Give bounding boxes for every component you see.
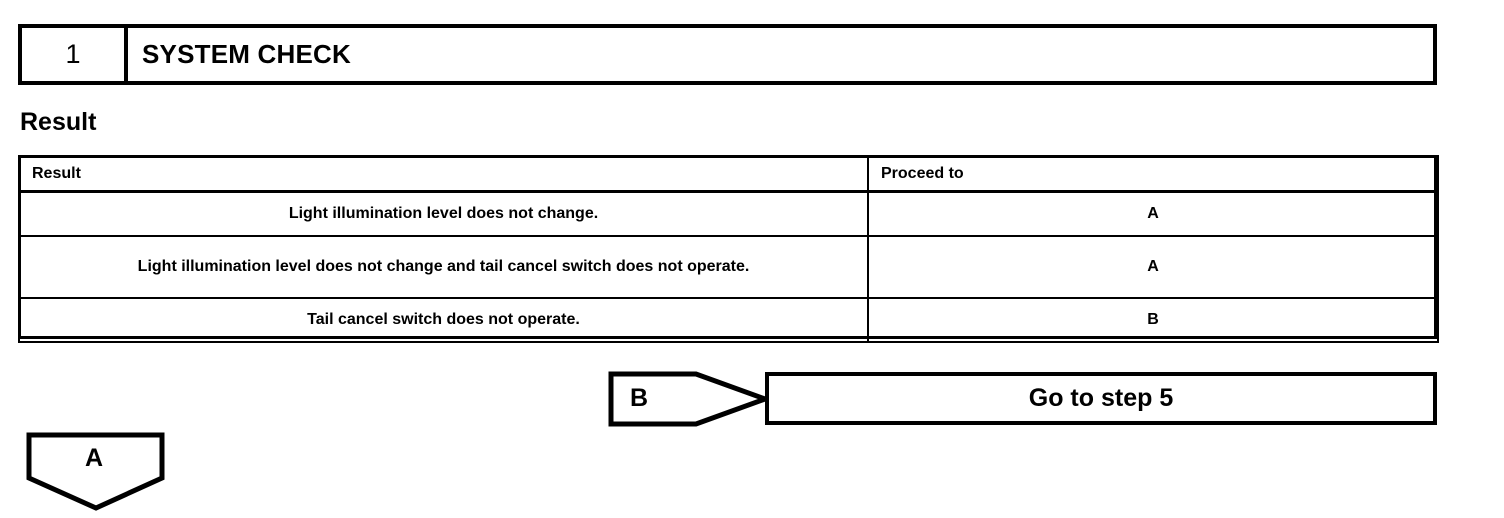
cell-proceed-to: A [867,190,1439,237]
flow-connector-b-label: B [630,384,649,412]
cell-result-text: Tail cancel switch does not operate. [307,311,580,329]
cell-result-text: Light illumination level does not change… [288,205,599,223]
column-header-proceed-to: Proceed to [867,155,1439,193]
pentagon-down-icon [26,432,165,511]
table-row: Light illumination level does not change… [18,190,1439,237]
cell-result: Light illumination level does not change… [18,235,869,299]
cell-result: Light illumination level does not change… [18,190,869,237]
step-number-cell: 1 [22,28,128,81]
column-header-result: Result [18,155,869,193]
step-title-cell: SYSTEM CHECK [142,39,351,69]
flow-connector-a: A [26,432,166,512]
flow-connector-a-label: A [84,444,104,472]
table-row: Light illumination level does not change… [18,235,1439,299]
result-table: Result Proceed to Light illumination lev… [18,155,1439,343]
cell-result-text: Light illumination level does not change… [137,258,750,276]
goto-step-box: Go to step 5 [765,372,1437,425]
cell-proceed-to: B [867,297,1439,343]
table-row: Tail cancel switch does not operate. B [18,297,1439,343]
cell-result: Tail cancel switch does not operate. [18,297,869,343]
flow-connector-b: B [608,371,773,427]
table-header-row: Result Proceed to [18,155,1439,193]
cell-proceed-to: A [867,235,1439,299]
arrow-right-icon [608,371,773,427]
step-header-bar: 1 SYSTEM CHECK [18,24,1437,85]
section-heading-result: Result [20,108,97,136]
